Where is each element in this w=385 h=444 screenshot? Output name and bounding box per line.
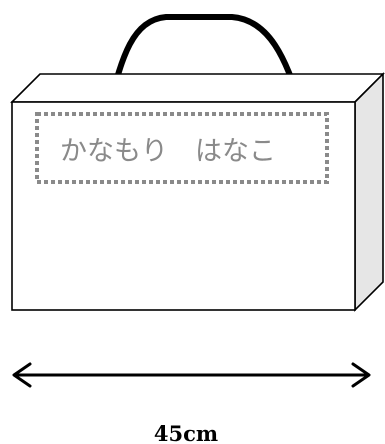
dimension-label: 45cm [154, 421, 218, 444]
bag-side-face [354, 72, 384, 312]
bag-front-face [11, 101, 356, 311]
bag-handle [107, 14, 303, 107]
bag-top-face [10, 73, 385, 103]
name-tag-box [35, 112, 329, 184]
dimension-arrow-right-head [351, 362, 371, 388]
dimension-arrow-left-head [12, 362, 32, 388]
name-tag-text: かなもり はなこ [60, 136, 276, 167]
